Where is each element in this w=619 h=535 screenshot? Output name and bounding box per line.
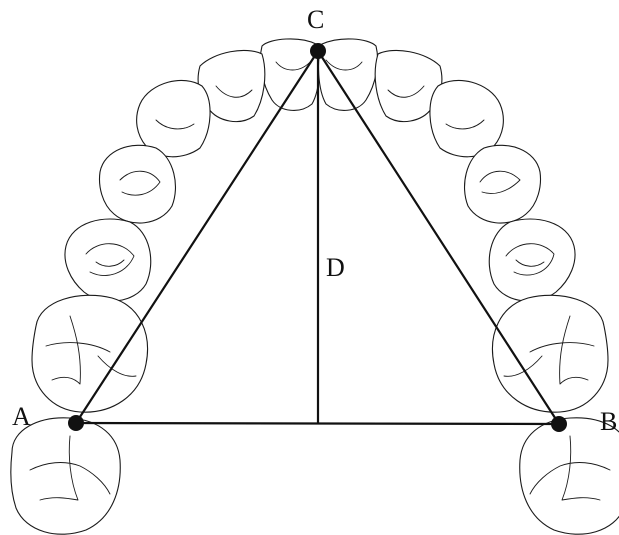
point-labels: A B C D (12, 5, 617, 436)
point-c-label: C (307, 5, 324, 34)
point-a-label: A (12, 402, 31, 431)
tooth-second-molar-left (10, 417, 121, 535)
tooth-second-premolar-right (488, 218, 576, 302)
tooth-second-molar-right (519, 417, 619, 535)
segment-ac (74, 49, 320, 425)
tooth-central-incisor-right (317, 38, 379, 111)
tooth-first-molar-left (31, 294, 149, 413)
point-c-dot (310, 43, 326, 59)
segment-cb (316, 49, 561, 426)
point-b-label: B (600, 407, 617, 436)
point-a-dot (68, 415, 84, 431)
tooth-second-premolar-left (64, 218, 152, 302)
measurement-points (68, 43, 567, 432)
segment-d-label: D (326, 253, 345, 282)
tooth-first-molar-right (491, 294, 609, 413)
tooth-canine-left (136, 79, 211, 158)
point-b-dot (551, 416, 567, 432)
tooth-first-premolar-left (98, 144, 176, 224)
measurement-triangle (74, 49, 561, 426)
tooth-central-incisor-left (259, 38, 321, 111)
tooth-first-premolar-right (464, 144, 542, 224)
dental-arch (10, 38, 619, 535)
